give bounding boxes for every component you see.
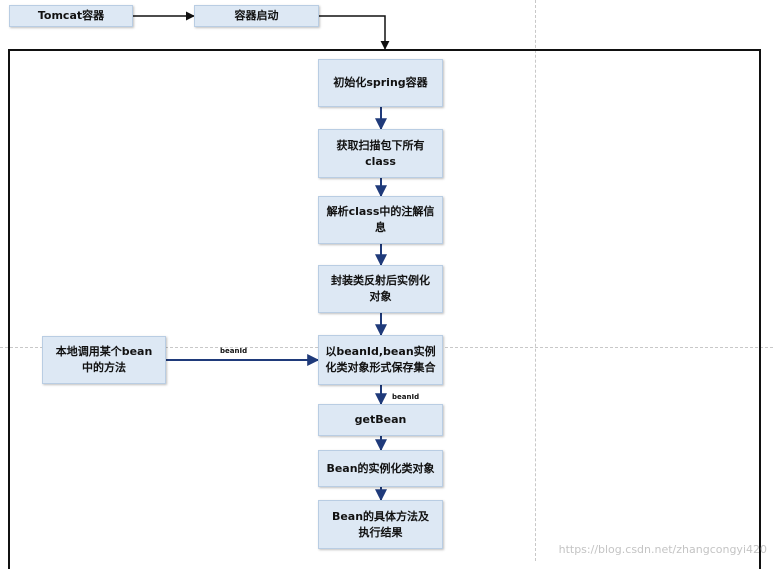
node-bean-method-result: Bean的具体方法及执行结果 [318,500,443,549]
node-tomcat: Tomcat容器 [9,5,133,27]
watermark: https://blog.csdn.net/zhangcongyi420 [558,543,767,556]
node-bean-instance: Bean的实例化类对象 [318,450,443,487]
node-init-spring: 初始化spring容器 [318,59,443,107]
node-local-call: 本地调用某个bean中的方法 [42,336,166,384]
edge-label-local-to-save: beanId [220,347,248,355]
arrow-startup-to-frame [319,15,390,50]
node-scan-classes: 获取扫描包下所有class [318,129,443,178]
edge-label-save-to-getbean: beanId [392,393,420,401]
node-parse-annotations: 解析class中的注解信息 [318,196,443,244]
node-reflect-instantiate: 封装类反射后实例化对象 [318,265,443,313]
node-get-bean: getBean [318,404,443,436]
guide-line-vertical [535,0,536,561]
node-save-collection: 以beanId,bean实例化类对象形式保存集合 [318,335,443,385]
node-startup: 容器启动 [194,5,319,27]
spring-container-frame [8,49,761,569]
